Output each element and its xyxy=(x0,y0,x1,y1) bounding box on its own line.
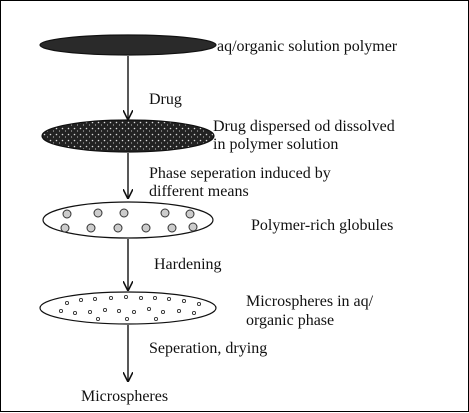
step4-label-line2: organic phase xyxy=(246,312,334,329)
step4-label-line1: Microspheres in aq/ xyxy=(246,293,374,310)
step3-label: Polymer-rich globules xyxy=(251,217,393,234)
transition3-label: Hardening xyxy=(154,256,222,273)
step2-label-line1: Drug dispersed od dissolved xyxy=(213,118,395,135)
transition2-label-line2: different means xyxy=(149,183,249,200)
final-label: Microspheres xyxy=(81,388,168,405)
drug-dispersed-ellipse xyxy=(41,119,215,153)
transition4-label: Seperation, drying xyxy=(149,340,267,357)
microspheres-ellipse xyxy=(39,291,217,325)
microspheres-dots xyxy=(58,294,202,322)
step2-label-line2: in polymer solution xyxy=(213,136,338,153)
globules-ellipse xyxy=(42,201,214,239)
transition2-label-line1: Phase seperation induced by xyxy=(149,165,331,182)
step1-label: aq/organic solution polymer xyxy=(217,38,398,55)
globules-dots xyxy=(60,208,198,233)
transition1-label: Drug xyxy=(149,91,182,108)
polymer-solution-ellipse xyxy=(39,34,217,56)
